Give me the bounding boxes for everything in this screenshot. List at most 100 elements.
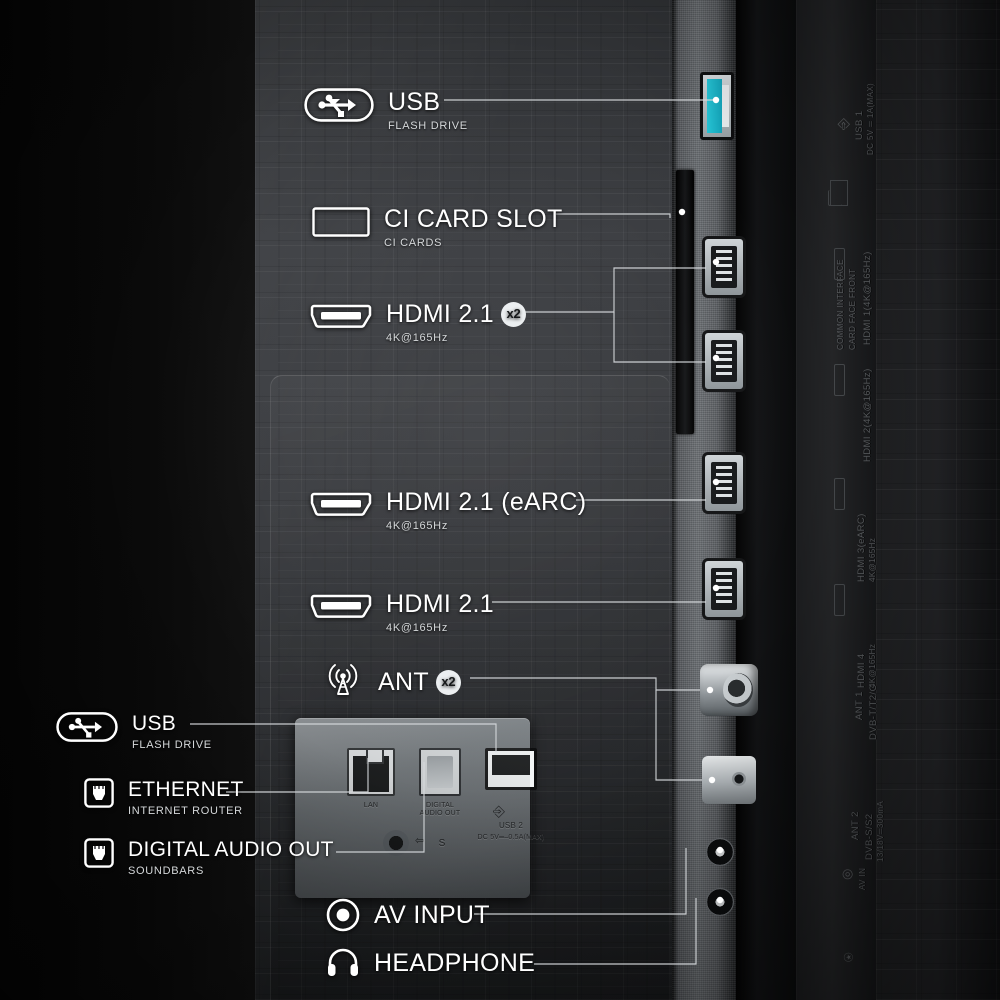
inset-label-lan: LAN (363, 802, 379, 809)
callout-text: USB FLASH DRIVE (388, 88, 468, 134)
engraved-label-usb1-line2: DC 5V ═ 1A(MAX) (866, 82, 875, 155)
inset-av-jack-connector (383, 830, 409, 856)
callout-text: HDMI 2.1 x2 4K@165Hz (386, 300, 526, 346)
callout-text: CI CARD SLOT CI CARDS (384, 205, 563, 251)
usb3-port-connector (700, 72, 734, 140)
engraved-label-ci-line2: CARD FACE FRONT (848, 268, 857, 350)
callout-usb-top[interactable]: USB FLASH DRIVE (304, 88, 468, 134)
callout-subtitle: FLASH DRIVE (388, 119, 468, 132)
background-right-texture (876, 0, 1000, 1000)
hdmi3-port-connector (702, 452, 746, 514)
callout-title: ETHERNET (128, 778, 244, 801)
callout-hdmi-x2[interactable]: HDMI 2.1 x2 4K@165Hz (310, 300, 526, 346)
callout-subtitle: FLASH DRIVE (132, 739, 212, 752)
callout-ci-card-slot[interactable]: CI CARD SLOT CI CARDS (312, 205, 563, 251)
callout-digital-audio-out[interactable]: DIGITAL AUDIO OUT SOUNDBARS (84, 838, 334, 879)
engraved-label-hdmi4-line1: HDMI 4 (856, 653, 867, 688)
hdmi2-port-connector (702, 330, 746, 392)
engraved-label-hdmi3-line2: 4K@165Hz (868, 537, 877, 582)
callout-text: HEADPHONE (374, 949, 535, 977)
callout-title: HEADPHONE (374, 949, 536, 978)
ethernet-icon (84, 778, 114, 808)
inset-usb-icon: ⎆ (493, 803, 506, 820)
engraved-label-av-in: AV IN (858, 867, 867, 890)
inset-label-usb2: USB 2 (498, 821, 524, 830)
optical-audio-port-connector (419, 748, 461, 796)
callout-subtitle: CI CARDS (384, 236, 443, 249)
callout-text: AV INPUT (374, 901, 490, 929)
callout-text: HDMI 2.1 (eARC) 4K@165Hz (386, 488, 586, 534)
engraved-corner-mark-1 (828, 190, 842, 206)
engraved-label-ant1-line2: DVB-T/T2/C (868, 684, 879, 740)
callout-title: USB (388, 88, 441, 116)
callout-ant[interactable]: ANT x2 (322, 658, 461, 700)
headphone-jack-connector (706, 888, 734, 916)
engraved-headphone-icon: ⍟ (841, 952, 858, 962)
callout-title: HDMI 2.1 (eARC) (386, 488, 587, 516)
callout-subtitle: SOUNDBARS (128, 865, 204, 878)
callout-title: HDMI 2.1 x2 (386, 301, 526, 328)
inset-label-usb2-power: DC 5V═–0.5A(MAX) (477, 834, 545, 841)
callout-text: DIGITAL AUDIO OUT SOUNDBARS (128, 838, 334, 879)
card-slot-icon (312, 205, 370, 239)
callout-text: HDMI 2.1 4K@165Hz (386, 590, 494, 636)
callout-subtitle: INTERNET ROUTER (128, 805, 243, 818)
ant1-coax-connector (700, 664, 758, 716)
quantity-badge: x2 (500, 301, 526, 327)
inset-label-digital-audio-out: DIGITAL AUDIO OUT (419, 802, 461, 817)
hdmi-icon (310, 300, 372, 332)
callout-subtitle: 4K@165Hz (386, 331, 449, 344)
callout-usb-bottom[interactable]: USB FLASH DRIVE (56, 712, 212, 753)
callout-text: USB FLASH DRIVE (132, 712, 212, 753)
engraved-usb-icon: ⎆ (835, 117, 852, 130)
engraved-hdmi4-outline (834, 584, 845, 616)
callout-title: ANT x2 (378, 669, 461, 696)
engraved-hdmi2-outline (834, 364, 845, 396)
callout-av-input[interactable]: AV INPUT (326, 898, 490, 932)
usb-icon (304, 88, 374, 122)
callout-title: DIGITAL AUDIO OUT (128, 838, 334, 861)
callout-title-text: HDMI 2.1 (386, 300, 494, 328)
engraved-label-hdmi2: HDMI 2(4K@165Hz) (862, 368, 873, 462)
quantity-badge: x2 (435, 669, 461, 695)
callout-title: HDMI 2.1 (386, 590, 494, 618)
hdmi1-port-connector (702, 236, 746, 298)
av-jack-icon (326, 898, 360, 932)
engraved-hdmi1-outline (834, 248, 845, 280)
engraved-label-ant2-line2: DVB-S/S2 (864, 813, 875, 861)
usb-icon (56, 712, 118, 742)
callout-subtitle: 4K@165Hz (386, 519, 449, 532)
engraved-label-ant1-line1: ANT 1 (854, 691, 865, 720)
headphone-icon (326, 948, 360, 978)
engraved-av-in-icon: ◎ (839, 868, 854, 880)
inset-label-s: S (438, 838, 446, 849)
ant2-f-connector (702, 756, 756, 804)
ci-card-slot-connector (676, 170, 694, 434)
engraved-label-hdmi3-line1: HDMI 3(eARC) (856, 513, 867, 582)
callout-title: CI CARD SLOT (384, 205, 563, 233)
callout-text: ETHERNET INTERNET ROUTER (128, 778, 244, 819)
callout-headphone[interactable]: HEADPHONE (326, 948, 535, 978)
callout-ethernet[interactable]: ETHERNET INTERNET ROUTER (84, 778, 244, 819)
hdmi-icon (310, 590, 372, 622)
av-input-jack-connector (706, 838, 734, 866)
callout-hdmi-single[interactable]: HDMI 2.1 4K@165Hz (310, 590, 494, 636)
engraved-label-hdmi4-line2: 4K@165Hz (868, 643, 877, 688)
engraved-label-ant2-line1: ANT 2 (850, 811, 861, 840)
hdmi4-port-connector (702, 558, 746, 620)
antenna-icon (322, 658, 364, 700)
engraved-label-usb1-line1: USB 1 (854, 110, 865, 140)
digital-audio-icon (84, 838, 114, 868)
callout-title: AV INPUT (374, 901, 490, 930)
callout-title-text: ANT (378, 667, 429, 696)
inset-s-arrow-icon: ⇦ (415, 835, 425, 847)
callout-subtitle: 4K@165Hz (386, 621, 449, 634)
engraved-label-ant2-power: 13/18V═300mA (876, 800, 885, 862)
engraved-hdmi3-outline (834, 478, 845, 510)
callout-hdmi-earc[interactable]: HDMI 2.1 (eARC) 4K@165Hz (310, 488, 586, 534)
engraved-label-hdmi1: HDMI 1(4K@165Hz) (862, 251, 873, 345)
usb2-port-connector (485, 748, 537, 790)
hdmi-icon (310, 488, 372, 520)
callout-title: USB (132, 712, 177, 735)
callout-text: ANT x2 (378, 663, 461, 696)
